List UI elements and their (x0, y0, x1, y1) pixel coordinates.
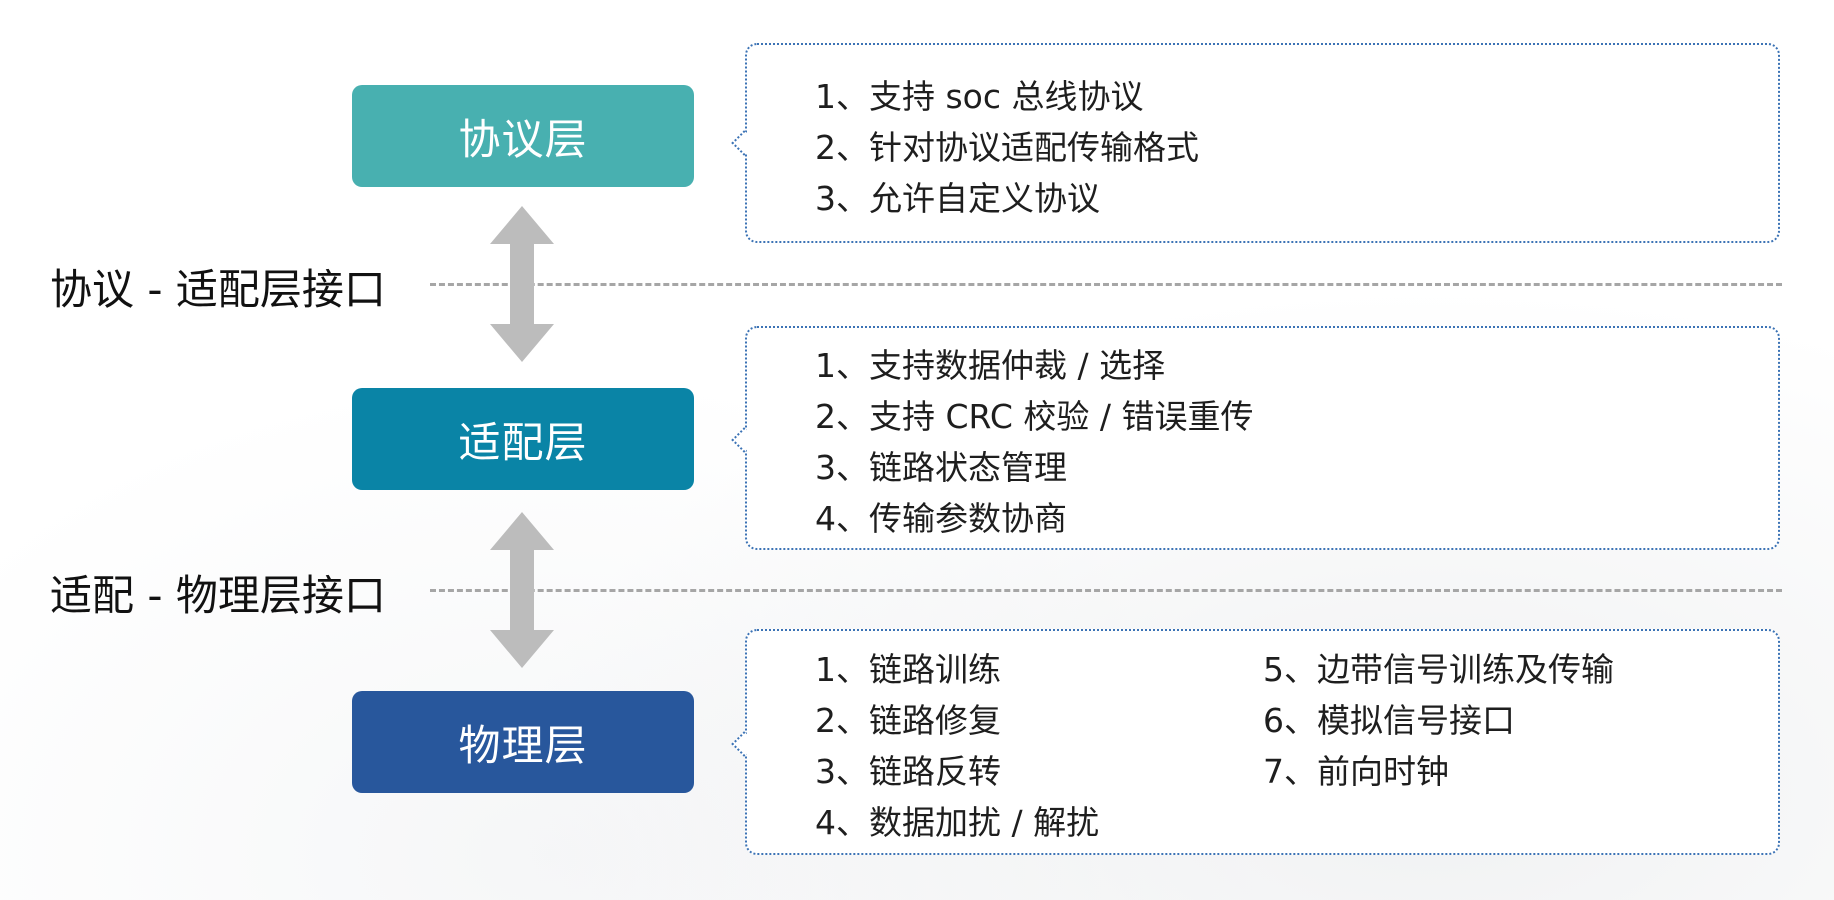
physical-layer-label: 物理层 (458, 720, 588, 770)
list-item: 2、链路修复 (815, 701, 1001, 740)
protocol-layer-box: 协议层 (352, 85, 694, 187)
list-item: 4、数据加扰 / 解扰 (815, 803, 1100, 842)
list-item: 3、允许自定义协议 (815, 179, 1100, 218)
list-item: 1、支持 soc 总线协议 (815, 77, 1144, 116)
adaptation-feature-list: 1、支持数据仲裁 / 选择 2、支持 CRC 校验 / 错误重传 3、链路状态管… (815, 340, 1253, 544)
list-item: 2、针对协议适配传输格式 (815, 128, 1199, 167)
interface-label-protocol-adaptation: 协议 - 适配层接口 (50, 265, 386, 314)
protocol-description-callout: 1、支持 soc 总线协议 2、针对协议适配传输格式 3、允许自定义协议 (731, 43, 1780, 243)
arrow-shape (490, 512, 554, 668)
list-item: 7、前向时钟 (1263, 752, 1449, 791)
physical-feature-list-1: 1、链路训练 2、链路修复 3、链路反转 4、数据加扰 / 解扰 (815, 644, 1099, 848)
adaptation-description-callout: 1、支持数据仲裁 / 选择 2、支持 CRC 校验 / 错误重传 3、链路状态管… (731, 326, 1780, 550)
protocol-layer-label: 协议层 (458, 114, 588, 164)
list-item: 5、边带信号训练及传输 (1263, 650, 1614, 689)
arrow-shape (490, 206, 554, 362)
list-item: 6、模拟信号接口 (1263, 701, 1515, 740)
physical-layer-box: 物理层 (352, 691, 694, 793)
physical-feature-list-2: 5、边带信号训练及传输 6、模拟信号接口 7、前向时钟 (1263, 644, 1614, 797)
list-item: 2、支持 CRC 校验 / 错误重传 (815, 397, 1254, 436)
physical-description-callout: 1、链路训练 2、链路修复 3、链路反转 4、数据加扰 / 解扰 5、边带信号训… (731, 629, 1780, 855)
protocol-feature-list: 1、支持 soc 总线协议 2、针对协议适配传输格式 3、允许自定义协议 (815, 71, 1199, 224)
interface-label-adaptation-physical: 适配 - 物理层接口 (50, 571, 386, 620)
list-item: 3、链路反转 (815, 752, 1001, 791)
double-arrow-icon (490, 206, 554, 362)
list-item: 4、传输参数协商 (815, 499, 1067, 538)
interface-line-adaptation-physical (430, 589, 1782, 592)
list-item: 3、链路状态管理 (815, 448, 1067, 487)
list-item: 1、链路训练 (815, 650, 1001, 689)
adaptation-layer-label: 适配层 (458, 417, 588, 467)
list-item: 1、支持数据仲裁 / 选择 (815, 346, 1166, 385)
double-arrow-icon (490, 512, 554, 668)
interface-line-protocol-adaptation (430, 283, 1782, 286)
adaptation-layer-box: 适配层 (352, 388, 694, 490)
